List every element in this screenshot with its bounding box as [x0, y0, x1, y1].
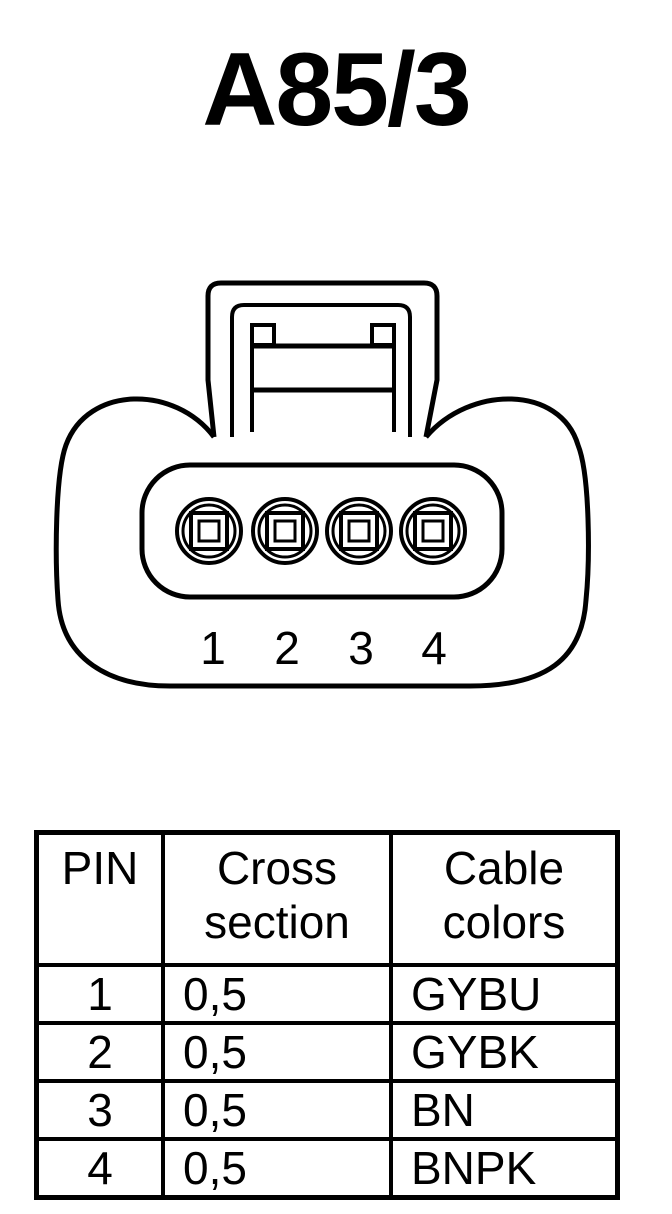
latch-inner [230, 303, 412, 437]
cell-cross-section: 0,5 [161, 963, 393, 1025]
header-pin-label: PIN [61, 842, 139, 894]
cell-pin: 4 [34, 1137, 165, 1200]
cell-pin: 1 [34, 963, 165, 1025]
pin-number-4: 4 [421, 622, 447, 674]
latch-tab-left [250, 323, 276, 347]
connector-title: A85/3 [202, 32, 472, 148]
pin-number-2: 2 [274, 622, 300, 674]
cell-pin: 3 [34, 1079, 165, 1141]
pin-number-3: 3 [348, 622, 374, 674]
header-cable-line2: colors [442, 896, 566, 948]
pin-terminal-4 [399, 497, 467, 565]
connector-diagram: 1 2 3 4 [53, 280, 591, 689]
pin-terminal-3 [325, 497, 393, 565]
cell-cross-section: 0,5 [161, 1137, 393, 1200]
pin-table: PIN Cross section Cable colors 1 0,5 GYB… [34, 830, 620, 1200]
pin-number-1: 1 [200, 622, 226, 674]
table-row: 2 0,5 GYBK [34, 1021, 620, 1083]
cell-cross-section: 0,5 [161, 1021, 393, 1083]
header-cable-colors: Cable colors [389, 830, 620, 967]
header-cross-section: Cross section [161, 830, 393, 967]
header-cross-line2: section [204, 896, 350, 948]
cell-cross-section: 0,5 [161, 1079, 393, 1141]
pin-terminal-2 [251, 497, 319, 565]
header-cross-line1: Cross [216, 842, 338, 894]
cell-pin: 2 [34, 1021, 165, 1083]
pin-cavity [139, 462, 505, 600]
cell-cable-color: BNPK [389, 1137, 620, 1200]
cell-cable-color: GYBK [389, 1021, 620, 1083]
cell-cable-color: GYBU [389, 963, 620, 1025]
latch-outer [205, 280, 440, 438]
table-header-row: PIN Cross section Cable colors [34, 830, 620, 967]
pin-terminal-1 [175, 497, 243, 565]
connector-housing [53, 396, 591, 689]
latch-tab-right [370, 323, 396, 347]
table-row: 4 0,5 BNPK [34, 1137, 620, 1200]
header-pin: PIN [34, 830, 165, 967]
cell-cable-color: BN [389, 1079, 620, 1141]
header-cable-line1: Cable [443, 842, 565, 894]
table-row: 1 0,5 GYBU [34, 963, 620, 1025]
table-row: 3 0,5 BN [34, 1079, 620, 1141]
